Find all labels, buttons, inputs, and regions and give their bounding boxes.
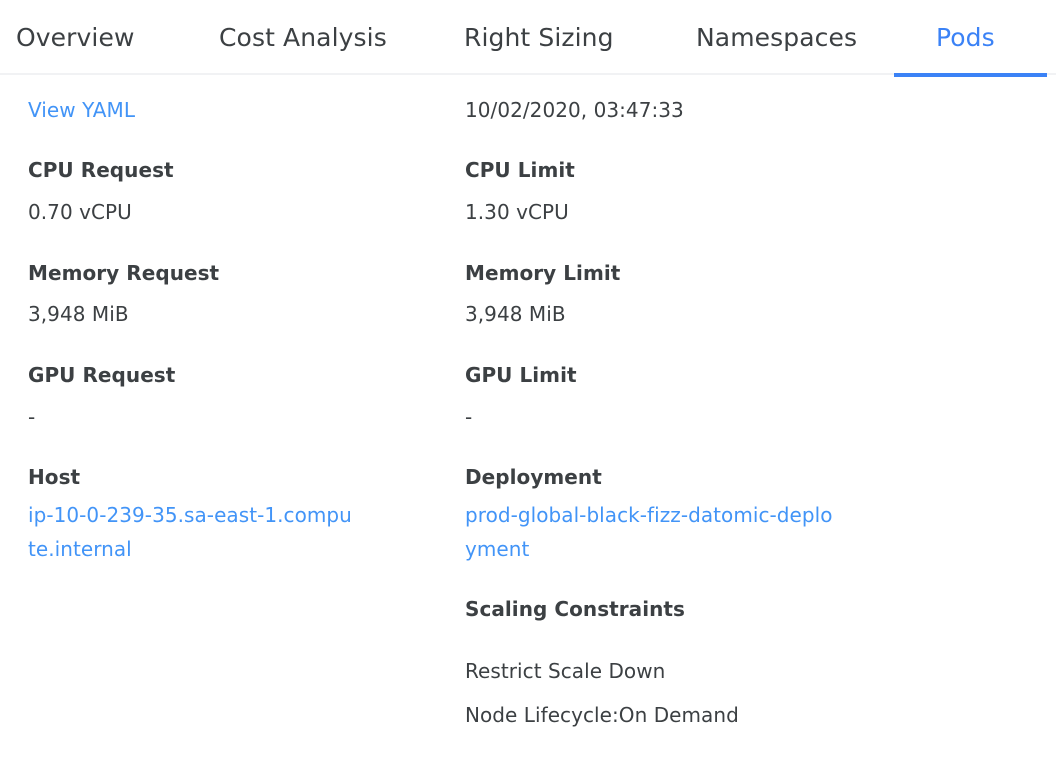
memory-request-label: Memory Request [28, 261, 220, 285]
tab-cost-analysis[interactable]: Cost Analysis [219, 0, 387, 75]
tab-overview-label: Overview [16, 23, 135, 52]
cpu-limit-label: CPU Limit [465, 158, 575, 182]
pod-detail-panel: View YAML CPU Request 0.70 vCPU Memory R… [0, 75, 1056, 758]
cpu-request-value: 0.70 vCPU [28, 200, 132, 224]
tab-namespaces-label: Namespaces [696, 23, 858, 52]
memory-limit-value: 3,948 MiB [465, 302, 566, 326]
tab-pods-label: Pods [936, 23, 995, 52]
gpu-limit-label: GPU Limit [465, 363, 577, 387]
cpu-request-label: CPU Request [28, 158, 174, 182]
scaling-constraint-item: Node Lifecycle:On Demand [465, 703, 739, 727]
gpu-request-value: - [28, 405, 36, 429]
tab-pods[interactable]: Pods [894, 0, 1047, 77]
scaling-constraints-label: Scaling Constraints [465, 597, 685, 621]
tab-namespaces[interactable]: Namespaces [696, 0, 857, 75]
tab-right-sizing-label: Right Sizing [464, 23, 614, 52]
scaling-constraint-item: Restrict Scale Down [465, 659, 666, 683]
tab-overview[interactable]: Overview [16, 0, 135, 75]
host-label: Host [28, 465, 81, 489]
cpu-limit-value: 1.30 vCPU [465, 200, 569, 224]
memory-request-value: 3,948 MiB [28, 302, 129, 326]
active-tab-underline [894, 73, 1047, 77]
host-link[interactable]: ip-10-0-239-35.sa-east-1.compute.interna… [28, 503, 352, 561]
gpu-request-label: GPU Request [28, 363, 176, 387]
pod-timestamp: 10/02/2020, 03:47:33 [465, 98, 684, 122]
deployment-link[interactable]: prod-global-black-fizz-datomic-deploymen… [465, 503, 833, 561]
tab-cost-analysis-label: Cost Analysis [219, 23, 387, 52]
gpu-limit-value: - [465, 405, 473, 429]
deployment-label: Deployment [465, 465, 602, 489]
memory-limit-label: Memory Limit [465, 261, 621, 285]
tab-bar: Overview Cost Analysis Right Sizing Name… [0, 0, 1056, 77]
tab-right-sizing[interactable]: Right Sizing [464, 0, 614, 75]
view-yaml-link[interactable]: View YAML [28, 98, 136, 122]
